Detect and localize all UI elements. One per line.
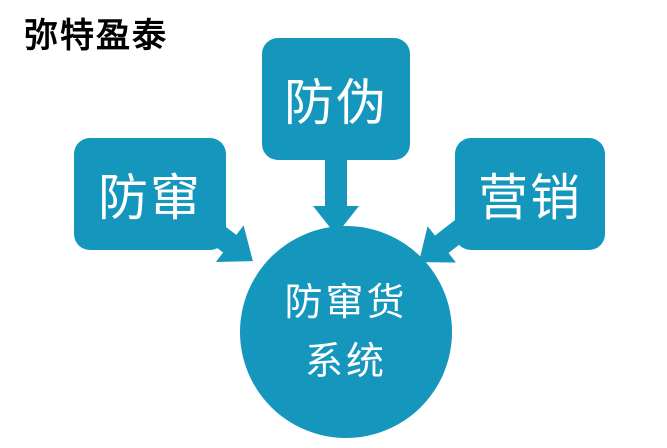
arrow-top-to-center-icon [313, 160, 359, 235]
box-marketing-label: 营销 [478, 169, 582, 227]
center-circle-label-line2: 系统 [304, 339, 387, 383]
box-anti-counterfeit-label: 防伪 [284, 74, 388, 132]
center-circle-label-line1: 防窜货 [284, 280, 408, 325]
box-anti-diversion: 防窜 [74, 138, 226, 250]
box-marketing: 营销 [455, 138, 605, 250]
brand-title: 弥特盈泰 [24, 16, 168, 56]
center-circle-system: 防窜货 系统 [240, 226, 452, 438]
box-anti-counterfeit: 防伪 [262, 38, 410, 160]
box-anti-diversion-label: 防窜 [98, 169, 202, 227]
